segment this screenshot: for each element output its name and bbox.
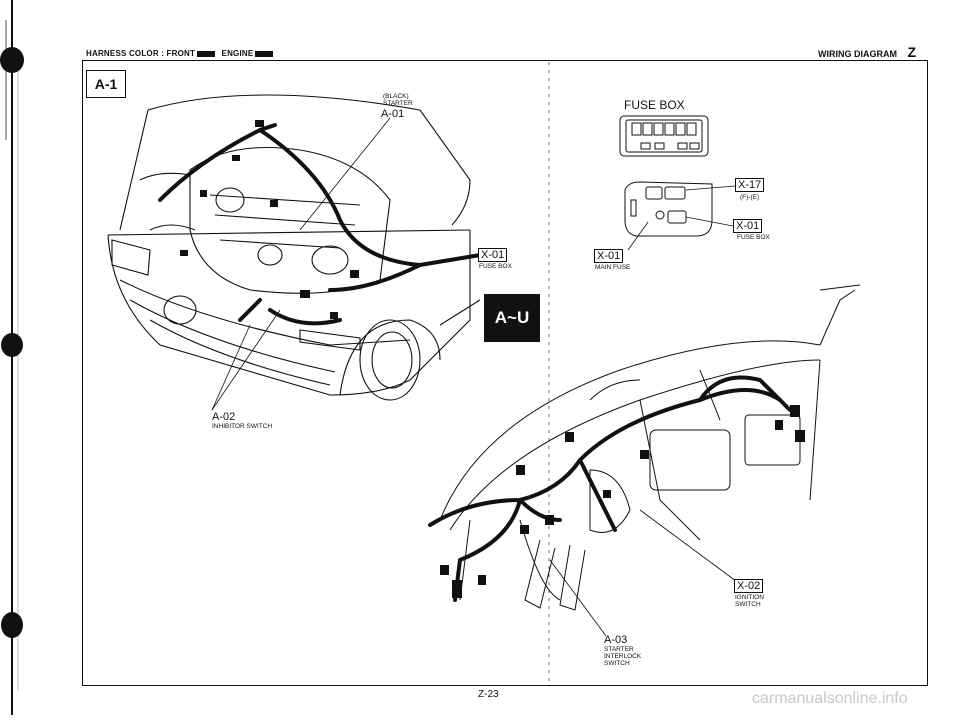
- binder-edge-art: [0, 0, 24, 715]
- a01-code: A-01: [381, 108, 405, 120]
- diagram-title: WIRING DIAGRAM Z: [818, 44, 916, 62]
- fuse-box-drawing: [619, 115, 713, 237]
- harness-color-legend: HARNESS COLOR : FRONT ENGINE: [86, 49, 277, 58]
- a03-name-2: INTERLOCK: [604, 653, 642, 660]
- engine-connectors: [180, 120, 359, 319]
- dash-leaders: [549, 509, 741, 637]
- section-tag: A-1: [86, 70, 126, 98]
- a01-note: (BLACK): [383, 93, 409, 100]
- front-swatch: [197, 50, 216, 57]
- x02-name-1: IGNITION: [735, 594, 764, 601]
- x01-main-name: MAIN FUSE: [595, 264, 631, 271]
- punch-hole: [0, 47, 24, 73]
- x01-fusebox-name: FUSE BOX: [479, 263, 512, 270]
- x01-fb-code: X-01: [733, 219, 763, 233]
- wiring-diagram-title: WIRING DIAGRAM: [818, 49, 897, 59]
- engine-bay-drawing: [107, 94, 481, 401]
- a03-name-3: SWITCH: [604, 660, 630, 667]
- punch-hole: [1, 333, 23, 357]
- page-number: Z-23: [478, 689, 499, 700]
- a01-name: STARTER: [383, 100, 413, 107]
- dash-connectors: [440, 405, 805, 598]
- section-tab: A~U: [484, 294, 540, 342]
- leader-lines-left: [211, 117, 479, 411]
- x01-fb-name: FUSE BOX: [737, 234, 770, 241]
- harness-front-label: HARNESS COLOR : FRONT: [86, 49, 196, 58]
- x17-note: (F)-(E): [740, 194, 760, 201]
- x02-code: X-02: [734, 579, 764, 593]
- fuse-box-title: FUSE BOX: [624, 98, 685, 112]
- x01-fusebox-code: X-01: [478, 248, 508, 262]
- dashboard-drawing: [439, 284, 861, 611]
- a03-name-1: STARTER: [604, 646, 634, 653]
- harness-engine-label: ENGINE: [221, 49, 254, 58]
- dash-harness: [428, 375, 792, 602]
- x01-main-code: X-01: [594, 249, 624, 263]
- watermark: carmanualsonline.info: [752, 690, 908, 707]
- engine-swatch: [255, 50, 274, 57]
- a02-code: A-02: [212, 411, 236, 423]
- a03-code: A-03: [604, 634, 628, 646]
- front-harness: [158, 123, 482, 326]
- diagram-frame: [82, 60, 928, 686]
- punch-hole: [1, 612, 23, 638]
- binder-edge: [0, 0, 26, 715]
- fuse-leaders: [627, 185, 736, 251]
- x02-name-2: SWITCH: [735, 601, 761, 608]
- section-letter: Z: [907, 44, 917, 60]
- x17-code: X-17: [735, 178, 765, 192]
- a02-name: INHIBITOR SWITCH: [212, 423, 273, 430]
